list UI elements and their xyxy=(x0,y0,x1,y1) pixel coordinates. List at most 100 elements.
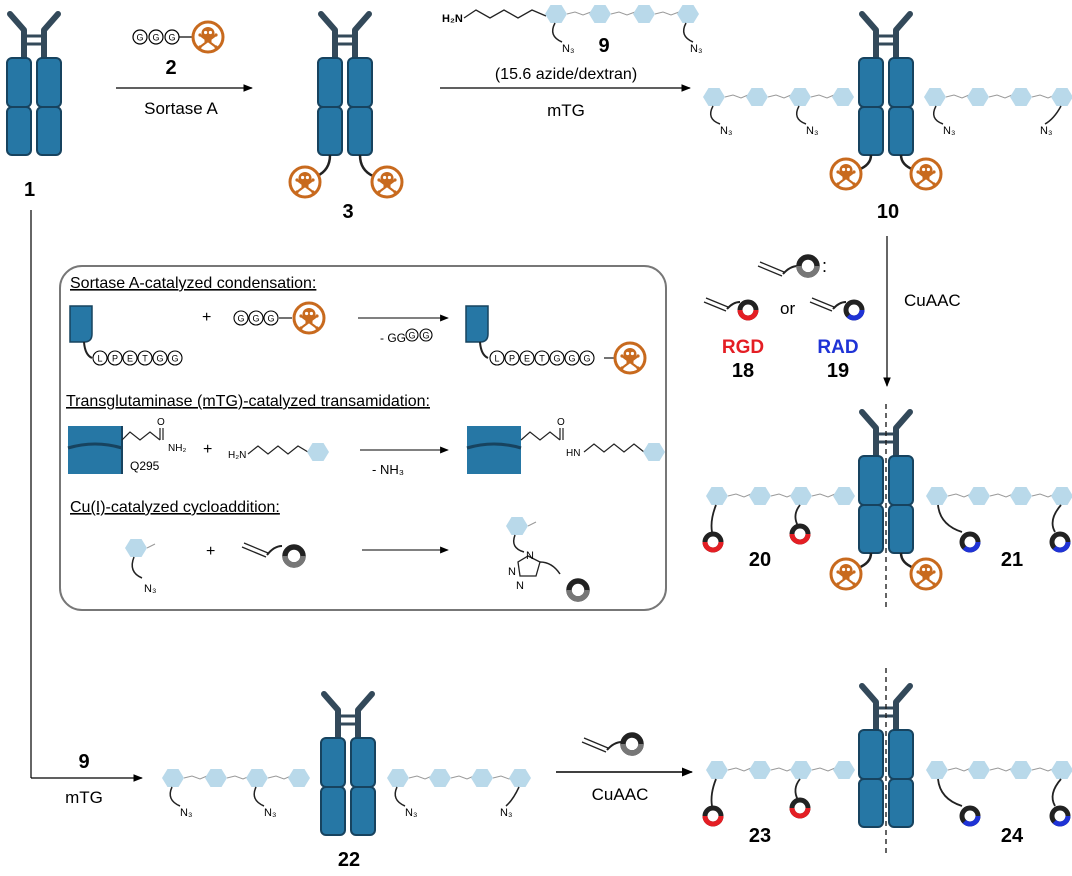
conjugate-23-24 xyxy=(705,668,1072,856)
triazole-n1: N xyxy=(526,550,534,562)
label-azide-ratio: (15.6 azide/dextran) xyxy=(495,66,637,83)
seq-right-letter: G xyxy=(568,354,575,364)
reagent2-g1: G xyxy=(136,33,143,43)
compound-label-23: 23 xyxy=(749,825,771,847)
seq-right-bead xyxy=(564,350,580,366)
compound-label-9: 9 xyxy=(598,35,609,57)
seq-left-bead xyxy=(122,350,138,366)
box-title-mtg: Transglutaminase (mTG)-catalyzed transam… xyxy=(66,393,430,410)
mtg-o-left: O xyxy=(157,417,165,428)
seq-gg-bead xyxy=(405,328,419,342)
c22-n3-3: N₃ xyxy=(405,807,417,819)
box-title-cuaac: Cu(I)-catalyzed cycloaddition: xyxy=(70,499,280,516)
seq-right-letter: P xyxy=(509,354,515,364)
seq-right-letter: G xyxy=(583,354,590,364)
alkyne-rad xyxy=(809,297,862,318)
c10-n3-1: N₃ xyxy=(720,125,732,137)
antibody-1 xyxy=(7,14,61,155)
c10-n3-4: N₃ xyxy=(1040,125,1052,137)
seq-left-bead xyxy=(152,350,168,366)
c22-n3-1: N₃ xyxy=(180,807,192,819)
label-or: or xyxy=(780,299,795,318)
alkyne-generic-bottom xyxy=(581,735,641,753)
compound-label-24: 24 xyxy=(1001,825,1024,847)
seq-left-letter: E xyxy=(127,354,133,364)
seq-right-letter: E xyxy=(524,354,530,364)
compound-label-21: 21 xyxy=(1001,549,1023,571)
seq-right-bead xyxy=(489,350,505,366)
reagent9-n3-1: N₃ xyxy=(562,43,574,55)
compound-label-22: 22 xyxy=(338,849,360,871)
seq-ggg-letter: G xyxy=(267,314,274,324)
sortase-reactant-antibody xyxy=(69,305,93,359)
mtg-amine-chain xyxy=(247,445,309,455)
compound-label-10: 10 xyxy=(877,201,899,223)
mtg-product-antibody xyxy=(466,426,645,474)
compound-label-9-bottom: 9 xyxy=(78,751,89,773)
mtg-q295: Q295 xyxy=(130,459,160,473)
cuaac-azide-dextran xyxy=(125,539,156,579)
reagent2-g3: G xyxy=(168,33,175,43)
seq-left-letter: P xyxy=(112,354,118,364)
compound-label-2: 2 xyxy=(165,57,176,79)
compound-label-3: 3 xyxy=(342,201,353,223)
c22-n3-4: N₃ xyxy=(500,807,512,819)
mtg-reactant-antibody xyxy=(67,426,164,474)
seq-right-letter: L xyxy=(494,354,499,364)
label-rad: RAD xyxy=(817,337,858,358)
seq-right-bead xyxy=(519,350,535,366)
mtg-hn-right: HN xyxy=(566,448,580,459)
seq-left-bead xyxy=(167,350,183,366)
label-mtg-bottom: mTG xyxy=(65,788,103,807)
mtg-nh2-left: NH₂ xyxy=(168,443,186,454)
c22-n3-2: N₃ xyxy=(264,807,276,819)
reagent9-n3-2: N₃ xyxy=(690,43,702,55)
seq-gg-letter: G xyxy=(422,331,429,341)
box-minus-gg: - GG xyxy=(380,331,406,345)
seq-right-bead xyxy=(549,350,565,366)
seq-right-letter: T xyxy=(539,354,545,364)
seq-right-bead xyxy=(504,350,520,366)
seq-left-letter: G xyxy=(171,354,178,364)
reagent2-g2: G xyxy=(152,33,159,43)
seq-right-bead xyxy=(579,350,595,366)
label-cuaac: CuAAC xyxy=(904,291,961,310)
sortase-payload-1 xyxy=(292,301,326,335)
label-mtg: mTG xyxy=(547,101,585,120)
seq-ggg-letter: G xyxy=(252,314,259,324)
compound-label-18: 18 xyxy=(732,360,754,382)
compound-label-19: 19 xyxy=(827,360,849,382)
seq-ggg-bead xyxy=(233,310,249,326)
box-plus-3: + xyxy=(206,543,215,560)
box-plus-2: + xyxy=(203,441,212,458)
label-cuaac-bottom: CuAAC xyxy=(592,785,649,804)
label-rgd: RGD xyxy=(722,337,764,358)
triazole-n3: N xyxy=(516,580,524,592)
seq-left-letter: L xyxy=(97,354,102,364)
box-plus-1: + xyxy=(202,309,211,326)
alkyne-rgd xyxy=(703,297,756,318)
c10-n3-3: N₃ xyxy=(943,125,955,137)
conjugate-10: N₃ N₃ N₃ N₃ xyxy=(703,14,1072,191)
seq-ggg-bead xyxy=(263,310,279,326)
reagent-2: G G G xyxy=(132,20,225,54)
alkyne-generic xyxy=(757,257,817,276)
seq-left-letter: G xyxy=(156,354,163,364)
seq-right-letter: G xyxy=(553,354,560,364)
mtg-h2n: H₂N xyxy=(228,450,246,461)
antibody-3 xyxy=(288,14,404,199)
box-title-sortase: Sortase A-catalyzed condensation: xyxy=(70,275,316,292)
triazole-n2: N xyxy=(508,566,516,578)
seq-left-bead xyxy=(137,350,153,366)
cuaac-triazole-product xyxy=(506,517,587,599)
cuaac-alkyne xyxy=(241,542,303,565)
seq-ggg-letter: G xyxy=(237,314,244,324)
seq-left-bead xyxy=(92,350,108,366)
seq-gg-letter: G xyxy=(408,331,415,341)
label-sortase-a: Sortase A xyxy=(144,99,218,118)
reagent9-h2n: H₂N xyxy=(442,13,463,25)
